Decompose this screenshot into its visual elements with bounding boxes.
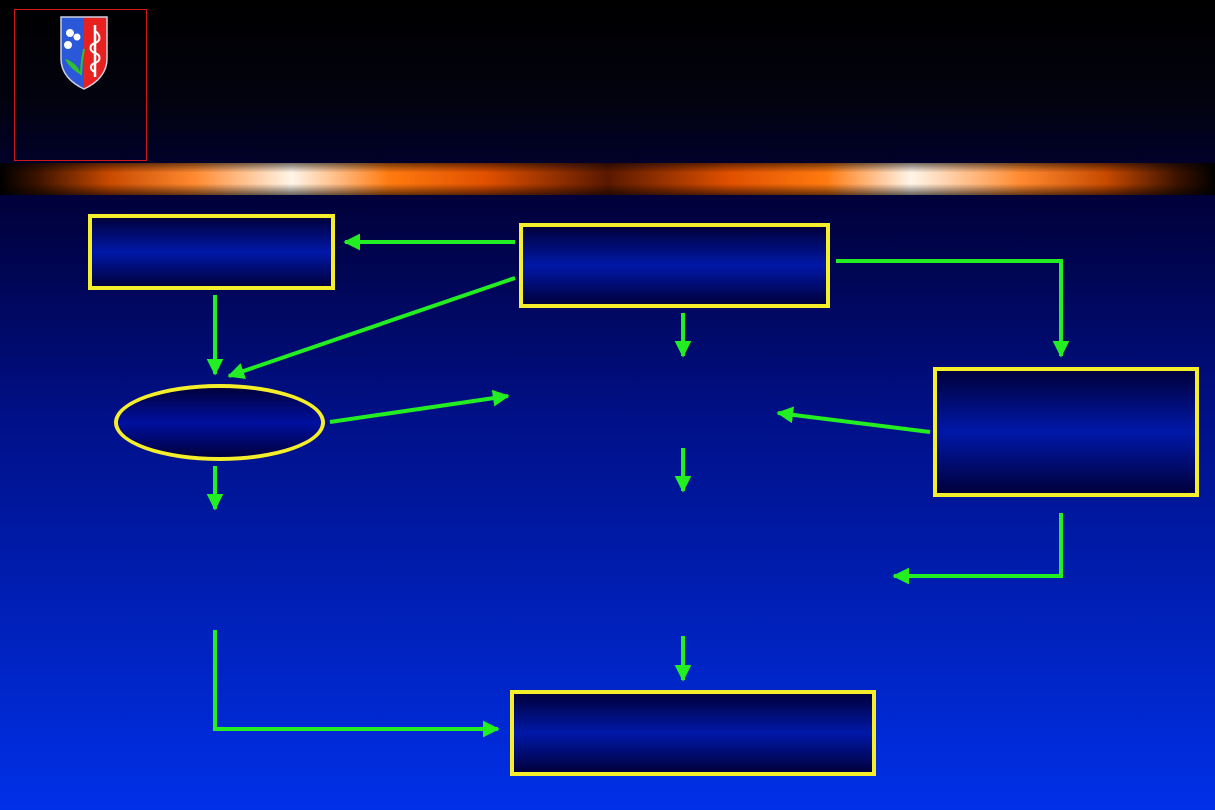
- ellipse-left: [114, 384, 325, 461]
- arrow-topcenter-to-right: [836, 259, 1070, 358]
- arrow-right-to-center: [776, 406, 931, 434]
- arrow-ellipse-to-center: [329, 389, 510, 424]
- arrow-left-to-bottom: [213, 630, 500, 738]
- coat-of-arms-icon: [60, 16, 108, 90]
- arrow-right-to-lower: [892, 513, 1063, 585]
- title-bar-decoration: [0, 163, 1215, 195]
- box-bottom-center: [510, 690, 876, 776]
- arrow-topcenter-to-ellipse: [227, 276, 516, 380]
- box-top-left: [88, 214, 335, 290]
- box-top-center: [519, 223, 830, 308]
- logo-frame: [14, 9, 147, 161]
- box-right: [933, 367, 1199, 497]
